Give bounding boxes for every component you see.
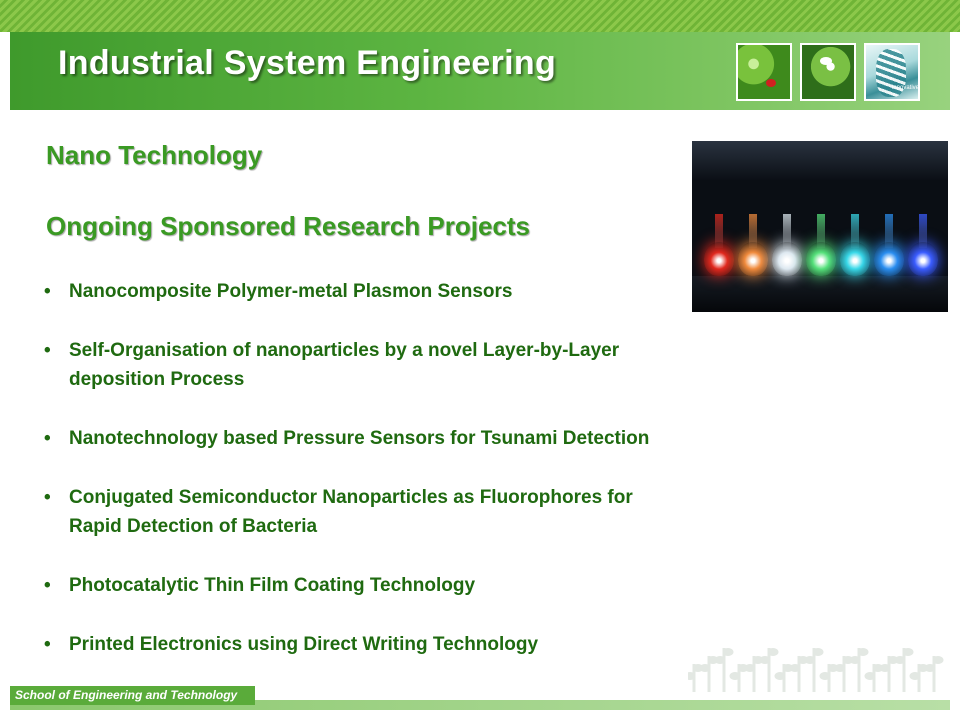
list-item: Printed Electronics using Direct Writing… bbox=[44, 630, 824, 659]
flask bbox=[772, 242, 802, 276]
list-item-line: Nanocomposite Polymer-metal Plasmon Sens… bbox=[69, 281, 513, 302]
list-item: Nanotechnology based Pressure Sensors fo… bbox=[44, 424, 824, 453]
dna-icon bbox=[876, 49, 906, 97]
sprout-leaf bbox=[819, 672, 831, 680]
sprout-leaf bbox=[789, 664, 801, 672]
sprout-leaf bbox=[894, 656, 906, 664]
sprout-leaf bbox=[849, 656, 861, 664]
sprout-leaf bbox=[812, 648, 824, 656]
sprout-leaf bbox=[744, 664, 756, 672]
footer-label: School of Engineering and Technology bbox=[15, 688, 238, 702]
list-item-line: Printed Electronics using Direct Writing… bbox=[69, 634, 539, 655]
list-item-line: Rapid Detection of Bacteria bbox=[69, 516, 318, 537]
lab-background bbox=[692, 141, 948, 181]
sprout-leaf bbox=[902, 648, 914, 656]
flask-neck bbox=[749, 214, 757, 248]
list-item: Conjugated Semiconductor Nanoparticles a… bbox=[44, 483, 824, 541]
project-list: Nanocomposite Polymer-metal Plasmon Sens… bbox=[44, 277, 824, 659]
list-item-line: Nanotechnology based Pressure Sensors fo… bbox=[69, 428, 650, 449]
sprout-leaf bbox=[909, 672, 921, 680]
water-drop-leaf-image bbox=[736, 43, 792, 101]
flower-icon bbox=[820, 57, 832, 65]
header-band bbox=[10, 32, 950, 110]
sprout-leaf bbox=[729, 672, 741, 680]
sprout-leaf bbox=[767, 648, 779, 656]
flask-neck bbox=[715, 214, 723, 248]
list-item-line: deposition Process bbox=[69, 369, 245, 390]
list-item-line: Self-Organisation of nanoparticles by a … bbox=[69, 340, 620, 361]
thumbnail-caption: innovative bbox=[892, 85, 920, 91]
sprout-leaf bbox=[804, 656, 816, 664]
glowing-flasks-photo bbox=[692, 141, 948, 312]
white-flower-image bbox=[800, 43, 856, 101]
footer-line bbox=[10, 700, 950, 710]
sprout-leaf bbox=[774, 672, 786, 680]
sprout-leaf bbox=[699, 664, 711, 672]
section-heading: Nano Technology bbox=[46, 140, 263, 170]
top-stripe-decoration bbox=[0, 0, 960, 32]
slide-title: Industrial System Engineering bbox=[58, 44, 557, 82]
flask-neck bbox=[817, 214, 825, 248]
flask-neck bbox=[783, 214, 791, 248]
flask bbox=[908, 242, 938, 276]
flask bbox=[704, 242, 734, 276]
section-subheading: Ongoing Sponsored Research Projects bbox=[46, 211, 530, 241]
sprout-leaf bbox=[932, 656, 944, 664]
ladybug-icon bbox=[766, 79, 776, 87]
sprout-leaf bbox=[864, 672, 876, 680]
list-item: Photocatalytic Thin Film Coating Technol… bbox=[44, 571, 824, 600]
flask-neck bbox=[919, 214, 927, 248]
plant-sprouts-decoration bbox=[688, 648, 944, 692]
list-item: Self-Organisation of nanoparticles by a … bbox=[44, 336, 824, 394]
list-item: Nanocomposite Polymer-metal Plasmon Sens… bbox=[44, 277, 824, 306]
sprout-leaf bbox=[688, 672, 696, 680]
flask-neck bbox=[851, 214, 859, 248]
list-item-line: Conjugated Semiconductor Nanoparticles a… bbox=[69, 487, 633, 508]
sprout-leaf bbox=[834, 664, 846, 672]
flask bbox=[840, 242, 870, 276]
flask bbox=[806, 242, 836, 276]
list-item-line: Photocatalytic Thin Film Coating Technol… bbox=[69, 575, 476, 596]
flask-neck bbox=[885, 214, 893, 248]
sprout-leaf bbox=[759, 656, 771, 664]
sprout-leaf bbox=[722, 648, 734, 656]
sprout-leaf bbox=[714, 656, 726, 664]
lab-bench bbox=[692, 276, 948, 312]
sprout-leaf bbox=[924, 664, 936, 672]
sprout-leaf bbox=[857, 648, 869, 656]
dna-helix-image: innovative bbox=[864, 43, 920, 101]
flask bbox=[738, 242, 768, 276]
sprout-leaf bbox=[879, 664, 891, 672]
footer-bar bbox=[10, 686, 255, 705]
flask bbox=[874, 242, 904, 276]
